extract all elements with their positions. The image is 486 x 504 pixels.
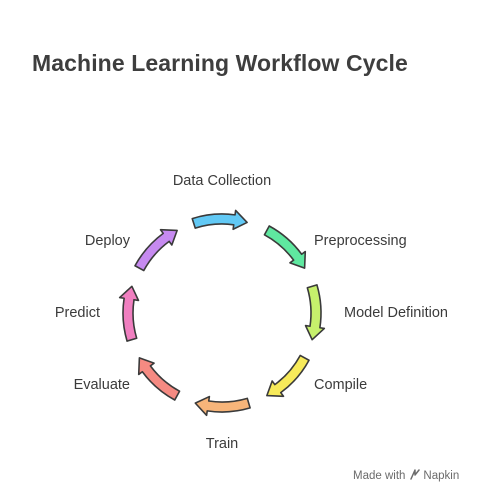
napkin-logo-icon [410,469,421,483]
arrow-compile [266,354,310,398]
arrow-data-collection [191,209,248,231]
cycle-labels: Data Collection Preprocessing Model Defi… [55,173,448,452]
arrow-evaluate [137,357,181,401]
arrow-train [194,395,251,417]
step-label-compile: Compile [314,377,367,393]
step-label-data-collection: Data Collection [173,173,271,189]
step-label-train: Train [206,436,239,452]
step-label-predict: Predict [55,305,100,321]
arrow-preprocessing [263,225,307,269]
made-with-text: Made with [353,470,406,482]
arrow-model-definition [304,284,326,341]
step-label-evaluate: Evaluate [74,377,130,393]
arrow-deploy [134,228,178,272]
cycle-arrows [118,209,326,417]
step-label-preprocessing: Preprocessing [314,233,407,249]
diagram-title: Machine Learning Workflow Cycle [32,50,408,76]
footer-attribution: Made with Napkin [353,469,459,483]
arrow-predict [118,285,140,342]
napkin-brand-text: Napkin [423,470,460,482]
step-label-deploy: Deploy [85,233,131,249]
step-label-model-definition: Model Definition [344,305,448,321]
